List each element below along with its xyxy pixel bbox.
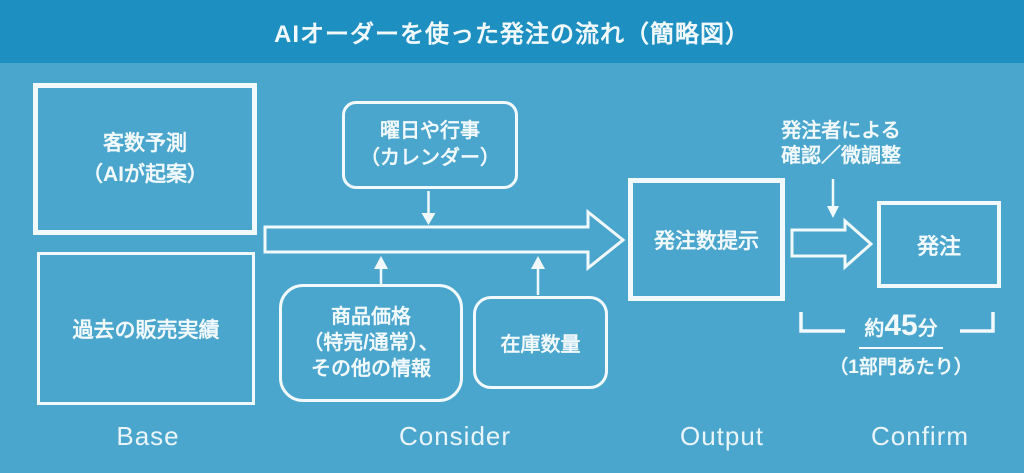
price-up-arrow — [374, 256, 388, 284]
duration-value: 45 — [884, 309, 918, 342]
box-past-sales-label: 過去の販売実績 — [72, 318, 220, 342]
box-customer-forecast-line2: （AIが起案） — [82, 163, 208, 186]
box-customer-forecast-line1: 客数予測 — [103, 132, 187, 155]
diagram-title-bar: AIオーダーを使った発注の流れ（簡略図） — [0, 0, 1024, 63]
stage-label-consider: Consider — [398, 421, 512, 451]
stock-up-arrow — [531, 256, 545, 295]
stage-label-output: Output — [679, 421, 765, 451]
box-order-quantity-proposal-label: 発注数提示 — [654, 229, 759, 253]
duration-suffix: 分 — [917, 318, 938, 340]
box-calendar-line1: 曜日や行事 — [380, 120, 480, 142]
box-price-info-line3: その他の情報 — [311, 358, 431, 380]
stage-label-base: Base — [116, 421, 180, 451]
box-price-info-line2: （特売/通常）、 — [303, 332, 439, 354]
box-stock-quantity: 在庫数量 — [473, 296, 608, 389]
duration-time: 約45分 — [859, 309, 943, 349]
box-calendar: 曜日や行事 （カレンダー） — [342, 101, 518, 189]
duration-annotation: 約45分 （1部門あたり） — [828, 311, 974, 379]
duration-prefix: 約 — [864, 318, 885, 340]
box-calendar-line2: （カレンダー） — [360, 147, 500, 169]
box-customer-forecast: 客数予測 （AIが起案） — [33, 83, 257, 235]
box-order-label: 発注 — [916, 233, 961, 259]
box-price-info-line1: 商品価格 — [331, 306, 411, 328]
calendar-down-arrow — [421, 191, 436, 225]
reviewer-annotation-line2: 確認／微調整 — [781, 145, 901, 167]
duration-note: （1部門あたり） — [829, 357, 973, 378]
reviewer-annotation: 発注者による 確認／微調整 — [745, 119, 937, 169]
diagram-title: AIオーダーを使った発注の流れ（簡略図） — [274, 21, 750, 48]
box-order-quantity-proposal: 発注数提示 — [628, 178, 785, 301]
main-flow-arrow — [263, 208, 626, 272]
reviewer-down-arrow — [827, 179, 839, 218]
confirm-step-arrow — [790, 217, 874, 271]
box-order: 発注 — [877, 201, 1001, 288]
box-past-sales: 過去の販売実績 — [37, 252, 255, 405]
box-stock-quantity-label: 在庫数量 — [500, 334, 581, 356]
reviewer-annotation-line1: 発注者による — [781, 120, 901, 142]
stage-label-confirm: Confirm — [870, 421, 970, 451]
box-price-info: 商品価格 （特売/通常）、 その他の情報 — [279, 284, 463, 402]
